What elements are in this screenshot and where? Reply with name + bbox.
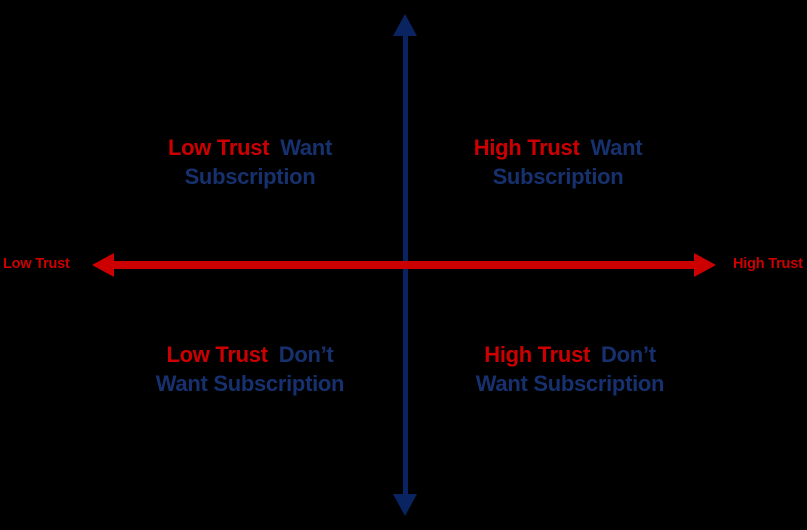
quadrant-bl-trust-text: Low Trust [166,342,269,367]
quadrant-br-want-text: Don’t [601,342,656,367]
quadrant-tl-want-text: Want [280,135,332,160]
quadrant-br-subscription-text: Want Subscription [475,371,665,396]
axis-label-high-trust: High Trust [733,256,803,272]
vertical-axis-down-arrow-icon [393,494,417,516]
quadrant-tr-subscription-text: Subscription [492,164,624,189]
quadrant-label-bottom-left: Low Trust Don’t Want Subscription [80,340,420,398]
quadrant-tl-trust-text: Low Trust [168,135,270,160]
quadrant-bl-want-text: Don’t [278,342,334,367]
axis-label-low-trust: Low Trust [3,256,70,272]
quadrant-label-bottom-right: High Trust Don’t Want Subscription [400,340,740,398]
quadrant-tr-want-text: Want [590,135,643,160]
quadrant-tr-trust-text: High Trust [473,135,580,160]
quadrant-tl-subscription-text: Subscription [184,164,316,189]
horizontal-axis-line [110,261,696,269]
horizontal-axis-right-arrow-icon [694,253,716,277]
horizontal-axis-left-arrow-icon [92,253,114,277]
quadrant-label-top-left: Low Trust Want Subscription [80,133,420,191]
quadrant-bl-subscription-text: Want Subscription [155,371,345,396]
vertical-axis-up-arrow-icon [393,14,417,36]
quadrant-label-top-right: High Trust Want Subscription [388,133,728,191]
quadrant-br-trust-text: High Trust [484,342,591,367]
